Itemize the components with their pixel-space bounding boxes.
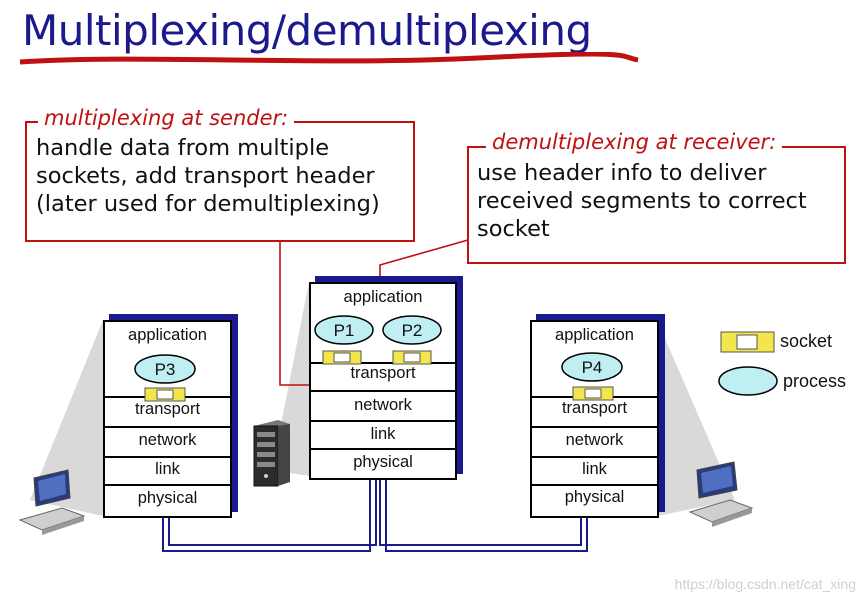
middle-application-label: application: [343, 288, 423, 306]
p1-label: P1: [334, 321, 355, 340]
server-icon: [253, 420, 290, 487]
left-computer-icon: [18, 469, 86, 535]
p2-label: P2: [402, 321, 423, 340]
left-physical-label: physical: [137, 489, 198, 507]
right-physical-label: physical: [564, 488, 625, 506]
sender-line: handle data from multiple: [36, 135, 330, 161]
p4-label: P4: [582, 358, 603, 377]
process-p2: [382, 315, 442, 345]
receiver-line: use header info to deliver: [477, 160, 767, 186]
receiver-line: received segments to correct: [477, 188, 807, 214]
left-link-label: link: [155, 460, 180, 478]
process-p3: [134, 354, 196, 384]
middle-physical-label: physical: [353, 453, 413, 471]
layer-divider: [532, 484, 657, 486]
layer-divider: [105, 456, 230, 458]
sender-callout-label: multiplexing at sender:: [38, 106, 295, 130]
process-p4: [561, 352, 623, 382]
receiver-callout-text: use header info to deliver received segm…: [477, 159, 807, 243]
right-network-label: network: [565, 431, 624, 449]
p3-label: P3: [155, 360, 176, 379]
layer-divider: [105, 426, 230, 428]
middle-host-stack: application transport network link physi…: [309, 282, 457, 480]
sender-line: sockets, add transport header: [36, 163, 375, 189]
left-network-label: network: [138, 431, 197, 449]
layer-divider: [311, 420, 455, 422]
watermark: https://blog.csdn.net/cat_xing: [674, 576, 856, 592]
left-host-stack: application transport network link physi…: [103, 320, 232, 518]
layer-divider: [311, 448, 455, 450]
layer-divider: [532, 456, 657, 458]
layer-divider: [311, 362, 455, 364]
right-transport-label: transport: [561, 399, 628, 417]
right-computer-icon: [688, 461, 754, 527]
receiver-callout: [467, 146, 846, 264]
left-host-shade: [30, 320, 103, 516]
receiver-callout-label: demultiplexing at receiver:: [486, 130, 783, 154]
legend-socket-label: socket: [780, 331, 833, 351]
right-application-label: application: [555, 326, 634, 344]
legend-process-label: process: [783, 371, 847, 391]
sockets: [144, 331, 775, 402]
left-transport-label: transport: [134, 400, 201, 418]
middle-link-label: link: [370, 425, 396, 443]
sender-line: (later used for demultiplexing): [36, 191, 380, 217]
layer-divider: [532, 426, 657, 428]
layer-divider: [311, 390, 455, 392]
title-underline: [19, 52, 639, 65]
middle-network-label: network: [354, 396, 412, 414]
legend-process-swatch: [718, 366, 778, 396]
right-link-label: link: [582, 460, 607, 478]
process-p1: [314, 315, 374, 345]
receiver-line: socket: [477, 216, 550, 242]
left-application-label: application: [128, 326, 207, 344]
slide-title: Multiplexing/demultiplexing: [22, 6, 592, 55]
layer-divider: [105, 484, 230, 486]
middle-transport-label: transport: [350, 364, 416, 382]
sender-callout-text: handle data from multiple sockets, add t…: [36, 134, 380, 218]
